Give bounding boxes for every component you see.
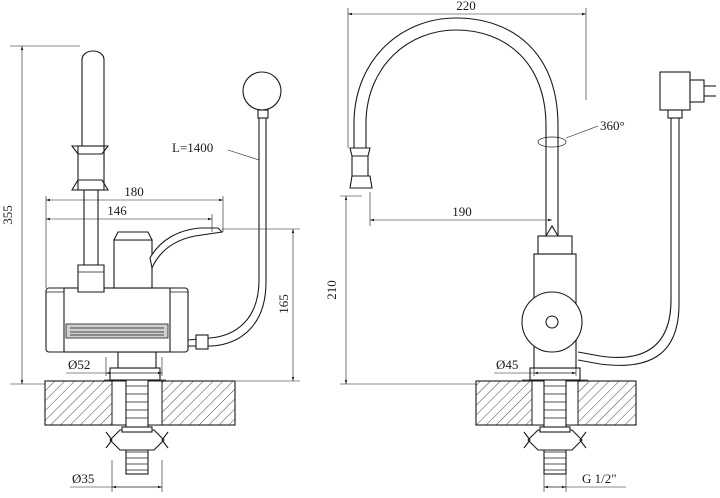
side-base-flange [529,367,581,381]
label-rotation: 360° [600,118,625,133]
dim-220: 220 [456,0,476,13]
front-view: 355 180 146 165 Ø52 [0,45,300,492]
front-plug-ball [242,71,282,111]
label-cable-length: L=1400 [172,140,213,155]
front-heater-body [45,287,189,353]
front-top-housing [113,239,153,289]
dim-210: 210 [324,280,339,300]
front-spout [70,50,110,293]
front-base-flange [109,367,161,381]
side-dimensions: 220 190 210 360° Ø45 G 1/2" [324,0,626,492]
dim-355: 355 [0,205,15,225]
dim-d52: Ø52 [68,357,90,372]
side-plug [659,71,691,111]
dim-146: 146 [107,203,127,218]
front-display-panel [65,323,169,339]
dim-d45: Ø45 [496,357,518,372]
dim-d35: Ø35 [72,471,94,486]
front-power-cable [187,71,282,350]
side-power-cable [577,71,716,366]
side-shank [543,377,567,475]
dim-190: 190 [452,204,472,219]
dim-165: 165 [276,294,291,314]
side-wing-nut [523,426,587,451]
side-swivel-spout [349,17,567,236]
front-dimensions: 355 180 146 165 Ø52 [0,45,300,492]
dim-thread: G 1/2" [582,471,617,486]
dim-180: 180 [124,184,144,199]
side-view: 220 190 210 360° Ø45 G 1/2" [324,0,716,492]
front-wing-nut [105,426,169,451]
front-handle-lever [113,231,153,241]
side-body [521,224,583,369]
front-shank [125,377,149,475]
